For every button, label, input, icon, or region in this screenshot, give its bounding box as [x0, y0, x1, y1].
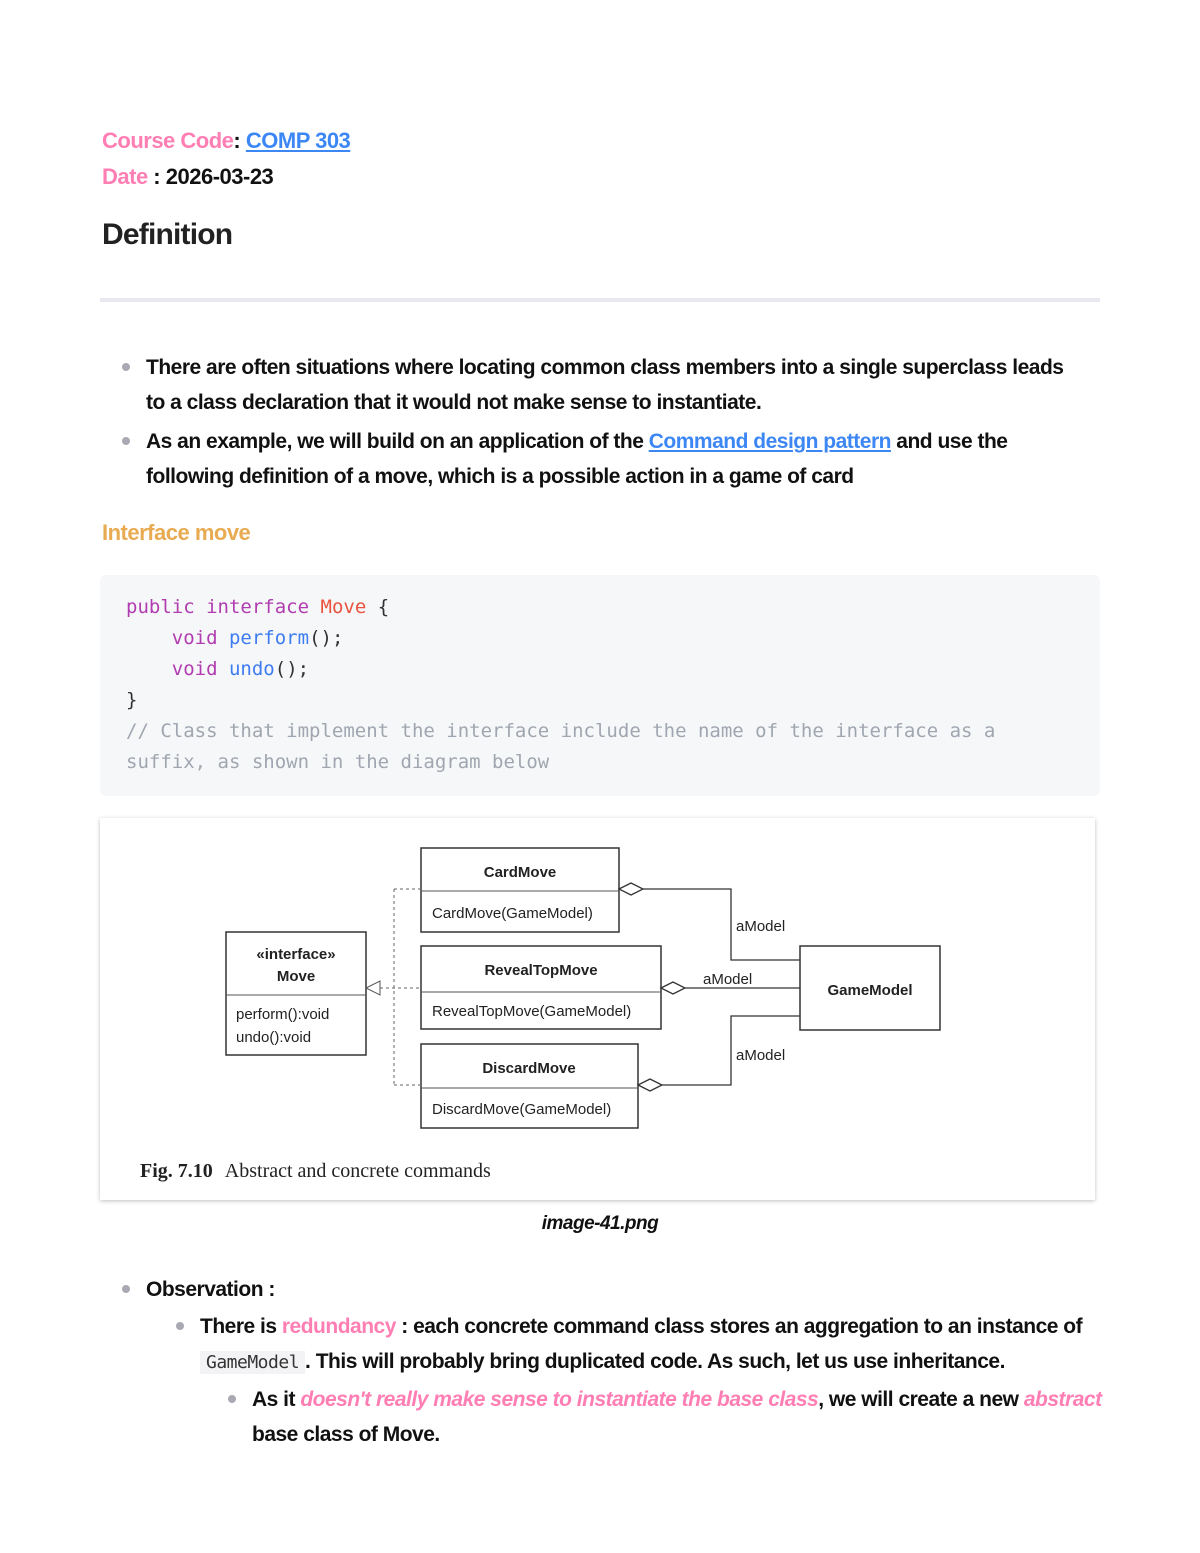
revealtopmove-ctor: RevealTopMove(GameModel)	[432, 1003, 631, 1020]
highlight: doesn't really make sense to instantiate…	[300, 1388, 819, 1411]
code-token: public	[126, 596, 195, 618]
section-heading: Definition	[102, 218, 233, 251]
interface-method: undo():void	[236, 1029, 311, 1046]
move-interface-box	[225, 931, 367, 1056]
definition-list: There are often situations where locatin…	[122, 350, 1086, 494]
image-caption: image-41.png	[541, 1213, 659, 1234]
highlight: redundancy	[281, 1315, 397, 1338]
aggregation-diamond-icon	[659, 981, 687, 995]
code-token: ();	[274, 658, 310, 680]
uml-diagram: CardMove CardMove(GameModel) «interface»…	[140, 847, 941, 1182]
cardmove-ctor: CardMove(GameModel)	[432, 905, 593, 922]
discardmove-ctor: DiscardMove(GameModel)	[432, 1101, 611, 1118]
interface-method: perform():void	[236, 1006, 329, 1023]
code-token: {	[377, 596, 390, 618]
aggregation-diamond-icon	[617, 882, 645, 896]
cardmove-name: CardMove	[484, 864, 557, 881]
subheading: Interface move	[102, 520, 251, 545]
discardmove-box	[420, 1043, 639, 1129]
interface-stereotype: «interface»	[256, 946, 335, 963]
code-token: }	[126, 689, 138, 711]
role-label: aModel	[703, 971, 752, 988]
aggregation-diamond-icon	[636, 1078, 664, 1092]
highlight: abstract	[1023, 1388, 1102, 1411]
discardmove-name: DiscardMove	[482, 1060, 575, 1077]
text: As it	[252, 1388, 301, 1411]
role-label: aModel	[736, 1047, 785, 1064]
interface-name: Move	[277, 968, 315, 985]
code-block: public interface Move { void perform(); …	[100, 575, 1100, 796]
command-pattern-link[interactable]: Command design pattern	[648, 430, 892, 453]
gamemodel-name: GameModel	[827, 982, 912, 999]
text: There is	[200, 1315, 282, 1338]
divider	[100, 298, 1100, 302]
list-item: Observation : There is redundancy : each…	[122, 1272, 1106, 1452]
code-token: ();	[309, 627, 344, 649]
observation-title: Observation :	[146, 1278, 275, 1301]
list-item: As it doesn't really make sense to insta…	[228, 1382, 1106, 1452]
code-token: undo	[228, 658, 275, 680]
code-token: Move	[320, 596, 367, 618]
observation-sublist: There is redundancy : each concrete comm…	[176, 1309, 1106, 1452]
text: As an example, we will build on an appli…	[146, 430, 649, 453]
text: : each concrete command class stores an …	[395, 1315, 1083, 1338]
inline-code: GameModel	[200, 1351, 306, 1374]
code-token: interface	[206, 596, 310, 618]
code-token: void	[171, 627, 218, 649]
list-item: As an example, we will build on an appli…	[122, 424, 1086, 494]
code-token: void	[171, 658, 218, 680]
revealtopmove-box	[420, 945, 662, 1030]
revealtopmove-name: RevealTopMove	[484, 962, 597, 979]
figure-number: Fig. 7.10	[140, 1160, 213, 1182]
list-item: There is redundancy : each concrete comm…	[176, 1309, 1106, 1452]
realization-arrow-icon	[364, 980, 381, 996]
date-value: 2026-03-23	[165, 164, 274, 189]
uml-figure: CardMove CardMove(GameModel) «interface»…	[100, 818, 1095, 1200]
list-item: There are often situations where locatin…	[122, 350, 1086, 420]
date-label: Date	[102, 164, 148, 189]
gamemodel-box	[799, 945, 941, 1031]
text: and use the following definition of a mo…	[146, 430, 1008, 488]
text: base class of Move.	[252, 1423, 440, 1446]
code: public interface Move { void perform(); …	[126, 592, 1076, 778]
figure-caption: Abstract and concrete commands	[225, 1160, 491, 1182]
role-label: aModel	[736, 918, 785, 935]
date-line: Date : 2026-03-23	[102, 164, 274, 189]
course-code-line: Course Code: COMP 303	[102, 128, 351, 153]
code-comment: // Class that implement the interface in…	[126, 720, 1007, 773]
cardmove-box	[420, 847, 620, 933]
observation-list: Observation : There is redundancy : each…	[122, 1272, 1106, 1452]
text: . This will probably bring duplicated co…	[305, 1350, 1005, 1373]
code-token: perform	[228, 627, 310, 649]
nested-list: As it doesn't really make sense to insta…	[228, 1382, 1106, 1452]
course-code-label: Course Code	[102, 128, 234, 153]
course-code-link[interactable]: COMP 303	[245, 128, 351, 153]
text: , we will create a new	[818, 1388, 1024, 1411]
